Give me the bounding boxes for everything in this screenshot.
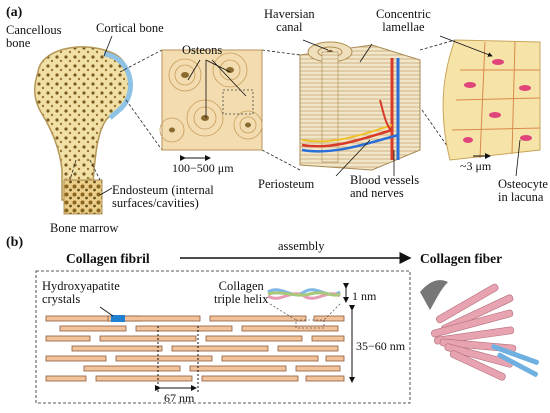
- collagen-molecule: [71, 345, 163, 352]
- collagen-fibril-label: Collagen fibril: [66, 251, 150, 266]
- collagen-molecule: [221, 355, 319, 362]
- blood-vessels-label: Blood vessels and nerves: [350, 173, 420, 200]
- collagen-molecule: [99, 335, 197, 342]
- triple-helix-illustration: [267, 288, 341, 300]
- collagen-molecule: [209, 315, 307, 322]
- dimension-markers: [155, 283, 355, 392]
- femur-illustration: [34, 46, 133, 201]
- panel-b-label: (b): [6, 235, 24, 250]
- scale-bars: [180, 153, 491, 161]
- collagen-molecule: [277, 345, 339, 352]
- assembly-label: assembly: [278, 239, 325, 253]
- helix-width-label: 1 nm: [352, 289, 377, 303]
- collagen-molecule: [189, 365, 287, 372]
- collagen-molecule: [107, 315, 201, 322]
- endosteum-label: Endosteum (internal surfaces/cavities): [112, 183, 214, 210]
- label-pointers-a: [99, 35, 521, 196]
- haversian-canal-label: Haversian canal: [264, 7, 315, 34]
- collagen-molecule: [305, 375, 345, 382]
- zoom-connectors: [69, 39, 456, 181]
- cancellous-bone-label: Cancellous bone: [6, 23, 62, 50]
- period-label: 67 nm: [164, 391, 195, 405]
- collagen-molecule: [295, 365, 341, 372]
- bone-marrow-label: Bone marrow: [50, 221, 119, 235]
- concentric-lamellae-label: Concentric lamellae: [376, 7, 431, 34]
- collagen-molecule: [241, 325, 339, 332]
- collagen-fibril-stack: [45, 315, 345, 382]
- osteon-cross-section: [159, 49, 263, 151]
- collagen-molecule: [45, 335, 91, 342]
- bone-marrow-inset: [63, 179, 103, 215]
- collagen-molecule: [201, 375, 299, 382]
- hydroxyapatite-label: Hydroxyapatite crystals: [42, 279, 120, 306]
- collagen-molecule: [115, 355, 213, 362]
- osteocyte-label: Osteocyte in lacuna: [498, 177, 548, 204]
- triple-helix-label: Collagen triple helix: [214, 279, 269, 306]
- collagen-molecule: [325, 355, 345, 362]
- collagen-fiber-label: Collagen fiber: [420, 251, 503, 266]
- collagen-molecule: [45, 355, 107, 362]
- collagen-molecule: [135, 325, 233, 332]
- panel-a-label: (a): [6, 5, 23, 20]
- crystal-pointer: [99, 306, 114, 317]
- collagen-molecule: [45, 375, 87, 382]
- collagen-molecule: [313, 315, 345, 322]
- collagen-molecule: [311, 335, 345, 342]
- collagen-molecule: [59, 325, 127, 332]
- osteons-label: Osteons: [182, 43, 223, 57]
- collagen-molecule: [205, 335, 303, 342]
- hydroxyapatite-crystal: [111, 315, 125, 322]
- lacuna-scale-label: ~3 μm: [460, 159, 492, 173]
- fibril-inset-box: [35, 270, 411, 404]
- collagen-molecule: [171, 345, 269, 352]
- cortical-bone-label: Cortical bone: [96, 21, 164, 35]
- fibril-height-label: 35−60 nm: [356, 339, 406, 353]
- lamellae-osteocyte-view: [442, 39, 541, 161]
- collagen-molecule: [95, 375, 193, 382]
- osteon-scale-label: 100−500 μm: [172, 161, 234, 175]
- periosteum-label: Periosteum: [258, 177, 315, 191]
- osteon-block: [299, 41, 421, 171]
- collagen-molecule: [83, 365, 181, 372]
- helix-zoom-box: [295, 319, 325, 329]
- collagen-fiber-bundle: [420, 280, 539, 381]
